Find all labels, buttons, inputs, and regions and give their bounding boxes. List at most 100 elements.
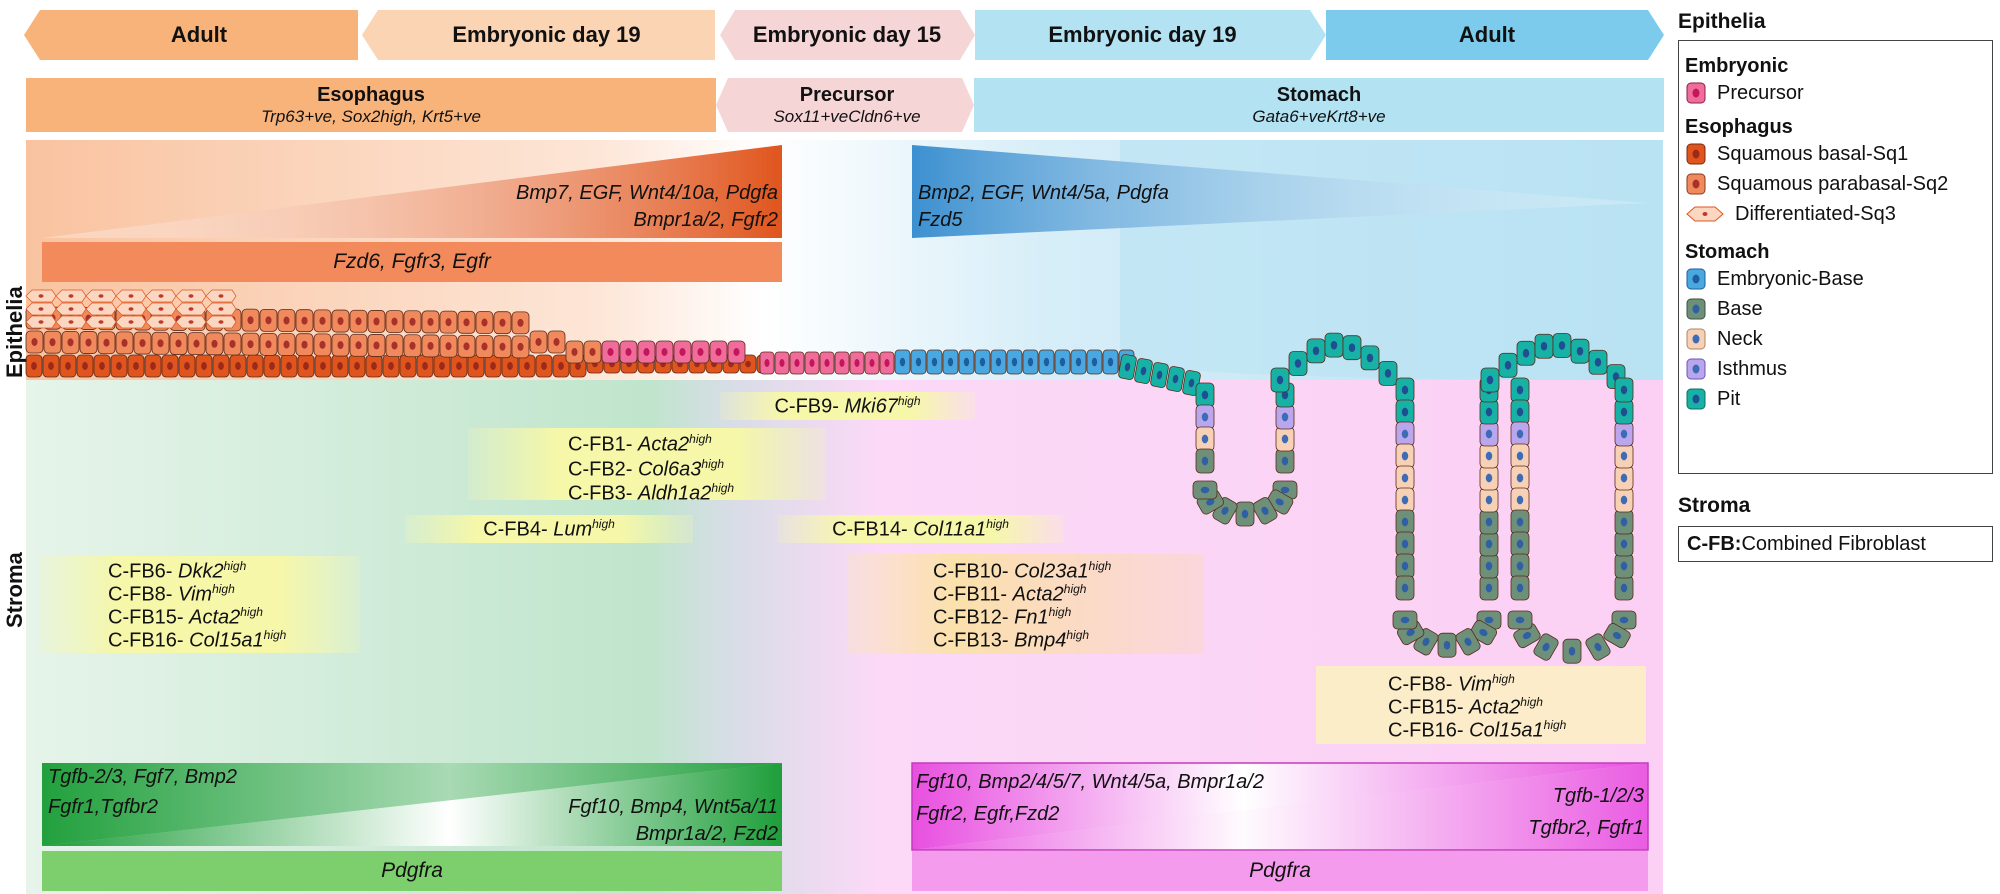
- stage-banner-e19-left: Embryonic day 19: [452, 22, 641, 47]
- stomach-header: Stomach Gata6+veKrt8+ve: [974, 78, 1664, 132]
- fb-entry: C-FB13- Bmp4high: [933, 628, 1196, 652]
- fb9-sup: high: [897, 394, 921, 408]
- base-cell: [1510, 531, 1530, 557]
- squamous-basal-cell: [382, 354, 400, 378]
- differentiated-cell: [175, 302, 207, 316]
- squamous-basal-cell: [144, 354, 162, 378]
- legend-section-embryonic: Embryonic: [1685, 55, 1789, 77]
- squamous-basal-cell: [93, 354, 111, 378]
- squamous-parabasal-cell: [259, 332, 278, 356]
- fb-group-right: C-FB8- Vimhigh C-FB15- Acta2high C-FB16-…: [1380, 669, 1646, 744]
- isth-cell: [1614, 421, 1634, 447]
- squamous-basal-cell: [348, 354, 366, 378]
- squamous-parabasal-cell: [313, 309, 332, 333]
- legend-title: Epithelia: [1678, 10, 1766, 33]
- squamous-parabasal-cell: [727, 340, 746, 364]
- squamous-parabasal-cell: [133, 331, 152, 355]
- esophagus-bar-label: Fzd6, Fgfr3, Egfr: [333, 250, 491, 273]
- precursor-markers: Sox11+veCldn6+ve: [773, 106, 921, 126]
- fb-prefix: C-FB2-: [568, 458, 638, 481]
- pit-cell: [1288, 351, 1308, 376]
- squamous-basal-cell: [297, 354, 315, 378]
- base-cell: [1455, 628, 1481, 656]
- differentiated-cell: [145, 315, 177, 329]
- squamous-basal-cell: [416, 354, 434, 378]
- squamous-basal-cell: [178, 354, 196, 378]
- pit-cell: [1166, 366, 1185, 392]
- squamous-basal-cell: [450, 354, 468, 378]
- isth-cell: [1510, 421, 1530, 447]
- esophagus-pdgfra-bar: [42, 851, 782, 891]
- fb-gene: Bmp4: [1014, 629, 1067, 652]
- neck-cell: [1395, 465, 1415, 491]
- legend-label: Differentiated-Sq3: [1735, 202, 1896, 225]
- squamous-parabasal-cell: [277, 333, 296, 356]
- fb9-label: C-FB9- Mki67high: [720, 392, 975, 420]
- fb-entry: C-FB12- Fn1high: [933, 605, 1196, 629]
- isth-cell: [1275, 404, 1295, 430]
- differentiated-cell: [145, 289, 177, 303]
- squamous-parabasal-cell: [187, 332, 206, 356]
- fb-entry: C-FB15- Acta2high: [1388, 695, 1638, 719]
- legend-label: Pit: [1717, 387, 1741, 410]
- differentiated-cell: [205, 302, 237, 316]
- precursor-cell: [774, 351, 790, 375]
- squamous-parabasal-cell: [223, 332, 242, 356]
- legend-item-isthmus: Isthmus: [1685, 354, 1986, 384]
- base-cell: [1437, 632, 1457, 658]
- squamous-parabasal-cell: [241, 308, 260, 332]
- precursor-cell: [819, 351, 835, 375]
- esophagus-receptor-bar: [42, 242, 782, 282]
- stomach-stroma-lower-triangle: [912, 763, 1648, 850]
- differentiated-cell-icon: [1686, 206, 1724, 222]
- fb9-box-bg: [720, 392, 975, 420]
- legend-label: Isthmus: [1717, 357, 1788, 380]
- squamous-parabasal-cell: [403, 310, 422, 334]
- fb-group-left: C-FB6- Dkk2high C-FB8- Vimhigh C-FB15- A…: [100, 556, 360, 653]
- legend-box: Embryonic Precursor Esophagus Squamous b…: [1678, 40, 1993, 474]
- embryonic-base-cell: [990, 349, 1007, 375]
- fb-gene: Acta2: [1012, 583, 1064, 606]
- base-cell: [1510, 509, 1530, 535]
- base-cell: [1275, 448, 1295, 474]
- squamous-basal-cell: [127, 354, 145, 378]
- squamous-parabasal-cell: [79, 331, 98, 354]
- squamous-parabasal-cell: [349, 333, 368, 357]
- squamous-parabasal-cell: [367, 310, 386, 333]
- squamous-parabasal-cell: [403, 334, 422, 358]
- squamous-basal-cell: [501, 354, 519, 378]
- base-cell: [1395, 575, 1415, 601]
- squamous-basal-cell: [263, 354, 281, 378]
- base-cell: [1585, 633, 1611, 661]
- fb-gene: Acta2: [1469, 696, 1521, 719]
- squamous-parabasal-cell: [619, 340, 638, 364]
- squamous-basal-cell: [59, 354, 77, 378]
- squamous-parabasal-cell: [583, 340, 602, 364]
- squamous-parabasal-cell: [295, 309, 314, 333]
- legend-label: Squamous basal-Sq1: [1717, 142, 1909, 165]
- cfb-key: C-FB:: [1687, 532, 1742, 555]
- fb-sup: high: [240, 605, 263, 620]
- base-cell: [1614, 531, 1634, 557]
- fb4-box-bg: [405, 515, 693, 543]
- base-cell: [1614, 553, 1634, 579]
- precursor-cell: [834, 351, 850, 375]
- fb-entry: C-FB1- Acta2high: [568, 432, 818, 457]
- embryonic-base-cell: [894, 349, 911, 375]
- differentiated-cell: [55, 315, 87, 329]
- pit-cell: [1195, 382, 1215, 408]
- squamous-parabasal-cell: [529, 330, 548, 354]
- fb-sup: high: [212, 582, 235, 597]
- pit-cell: [1118, 354, 1137, 380]
- squamous-parabasal-cell: [259, 308, 278, 332]
- neck-cell: [1195, 426, 1215, 452]
- squamous-parabasal-cell: [151, 331, 170, 355]
- squamous-basal-cell: [212, 354, 230, 378]
- banner-e19-left: [362, 10, 715, 60]
- isthmus-cell-icon: [1686, 358, 1706, 380]
- fb-entry: C-FB16- Col15a1high: [108, 628, 352, 652]
- stomach-stroma-ligands: Fgf10, Bmp2/4/5/7, Wnt4/5a, Bmpr1a/2: [916, 771, 1264, 793]
- neck-cell: [1510, 465, 1530, 491]
- pit-cell: [1570, 338, 1590, 364]
- base-cell: [1395, 553, 1415, 579]
